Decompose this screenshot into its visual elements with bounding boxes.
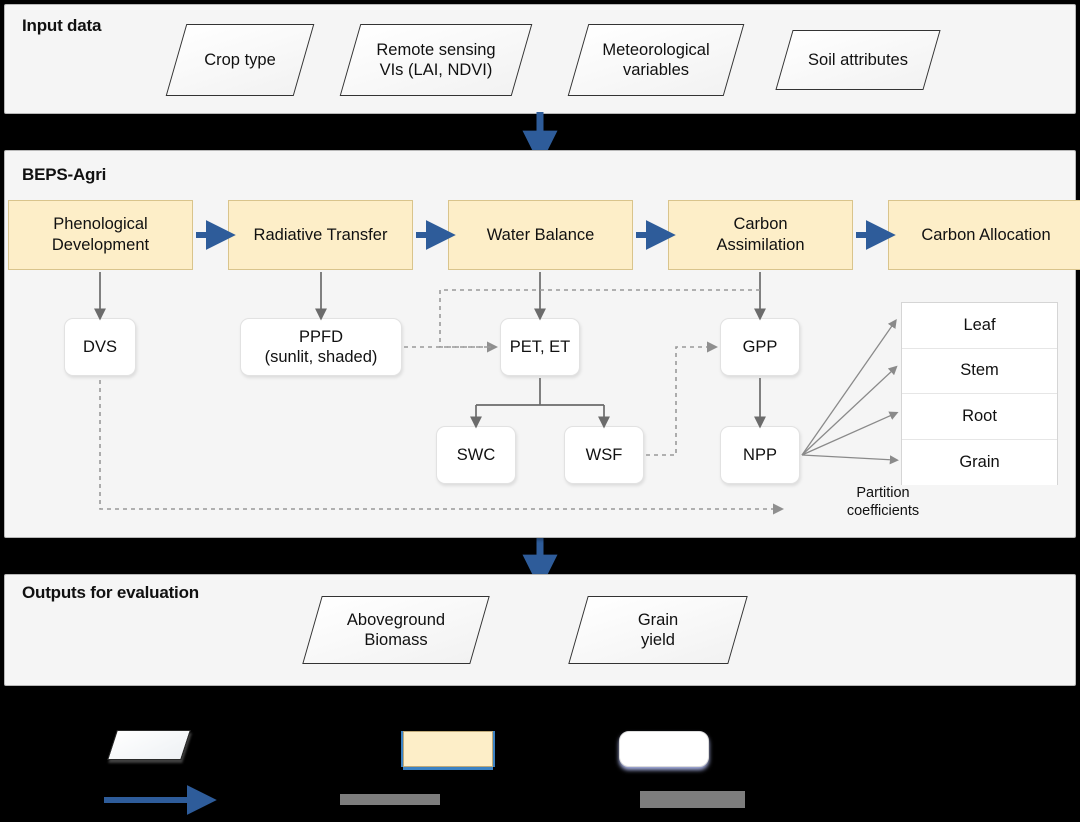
process-box-water-balance: Water Balance bbox=[448, 200, 633, 270]
allocation-cell-stem: Stem bbox=[902, 348, 1057, 394]
process-box-phenological-development: Phenological Development bbox=[8, 200, 193, 270]
outputs-title: Outputs for evaluation bbox=[22, 583, 199, 602]
process-box-radiative-transfer: Radiative Transfer bbox=[228, 200, 413, 270]
variable-box-swc: SWC bbox=[436, 426, 516, 484]
allocation-cell-leaf: Leaf bbox=[902, 303, 1057, 349]
variable-box-dvs: DVS bbox=[64, 318, 136, 376]
variable-box-pet-et: PET, ET bbox=[500, 318, 580, 376]
variable-box-npp: NPP bbox=[720, 426, 800, 484]
beps-agri-title: BEPS-Agri bbox=[22, 165, 107, 184]
allocation-cell-root: Root bbox=[902, 394, 1057, 440]
legend-caption-redacted-1 bbox=[340, 794, 440, 805]
process-box-carbon-assimilation: Carbon Assimilation bbox=[668, 200, 853, 270]
allocation-cell-grain: Grain bbox=[902, 439, 1057, 485]
carbon-allocation-table: Leaf Stem Root Grain bbox=[901, 302, 1058, 485]
process-box-carbon-allocation: Carbon Allocation bbox=[888, 200, 1080, 270]
partition-coefficients-label: Partition coefficients bbox=[846, 485, 920, 520]
outputs-panel bbox=[4, 574, 1076, 686]
legend-shape-process-box bbox=[403, 731, 493, 767]
variable-box-wsf: WSF bbox=[564, 426, 644, 484]
legend-shape-variable-box bbox=[619, 731, 709, 767]
input-data-title: Input data bbox=[22, 16, 102, 35]
legend-caption-redacted-2 bbox=[640, 791, 745, 808]
